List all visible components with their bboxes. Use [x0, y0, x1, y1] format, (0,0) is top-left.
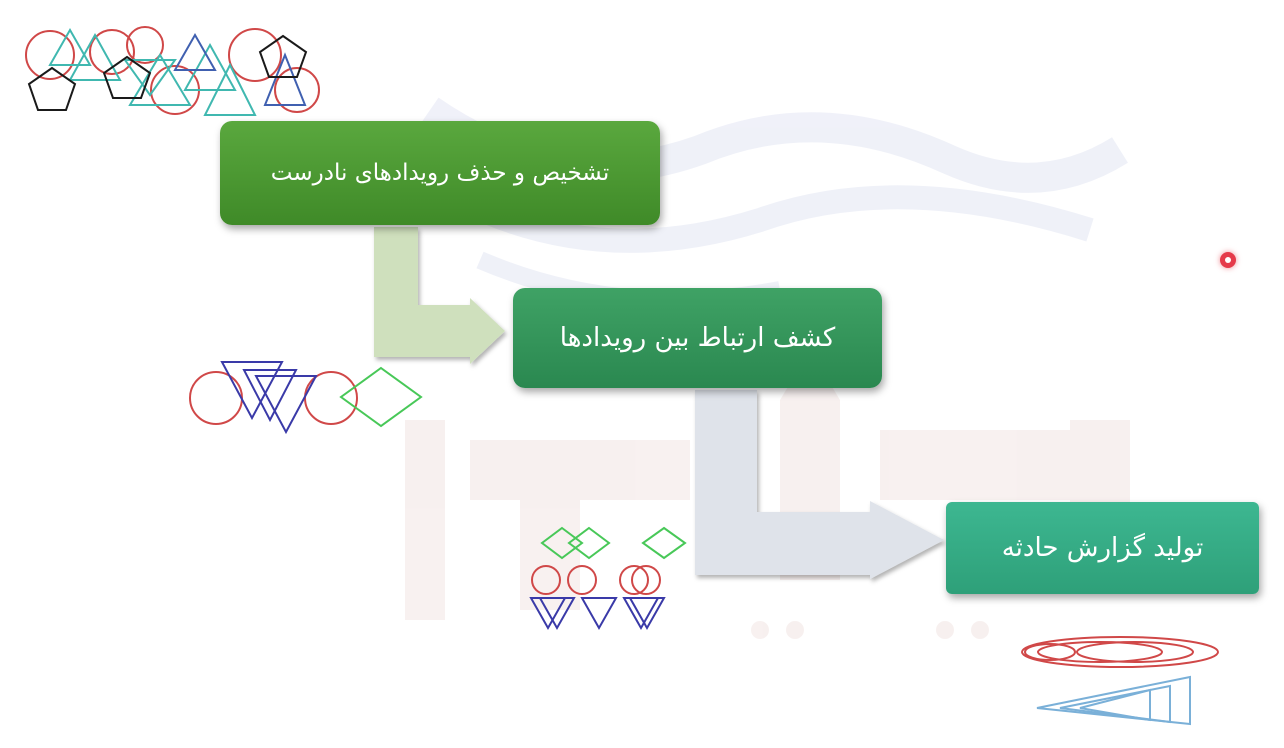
step-label-1: تشخیص و حذف رویدادهای نادرست [270, 160, 610, 186]
step-label-3: تولید گزارش حادثه [1001, 533, 1204, 563]
step-box-1: تشخیص و حذف رویدادهای نادرست [220, 121, 660, 225]
laser-pointer-icon [1220, 252, 1236, 268]
connector-arrow-1 [374, 227, 505, 364]
connector-arrow-2 [695, 390, 944, 579]
decorative-shapes-bottom-middle [529, 526, 687, 631]
step-box-2: کشف ارتباط بین رویدادها [513, 288, 882, 388]
step-label-2: کشف ارتباط بین رویدادها [559, 323, 836, 353]
step-box-3: تولید گزارش حادثه [946, 502, 1259, 594]
decorative-shapes-top-left [25, 26, 320, 116]
decorative-shapes-bottom-right [1021, 636, 1219, 726]
decorative-shapes-left [189, 361, 423, 435]
